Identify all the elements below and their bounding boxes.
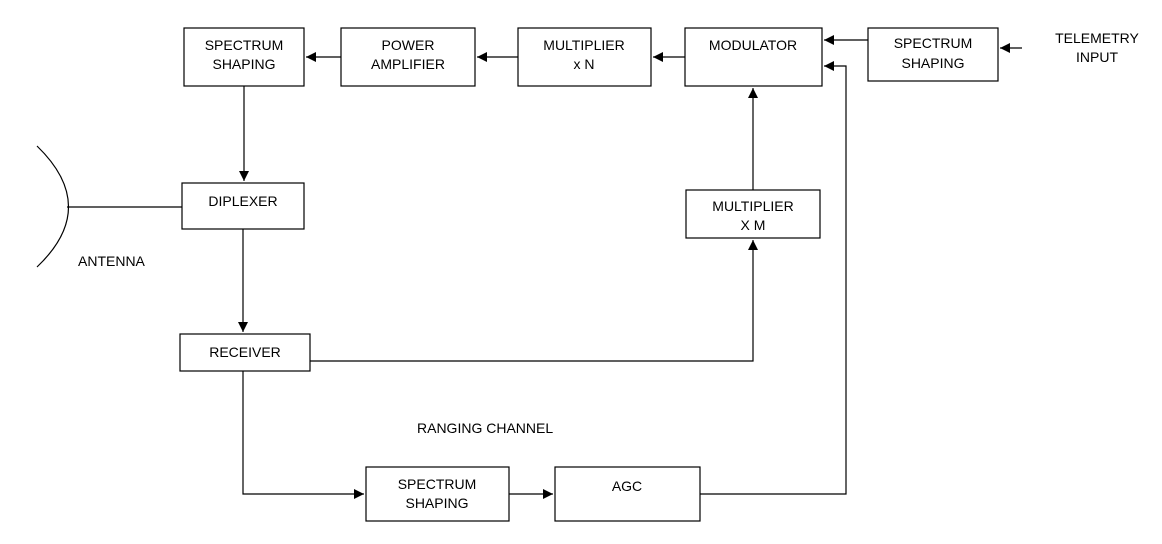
antenna-dish (36, 145, 69, 268)
modulator-block: MODULATOR (684, 27, 823, 87)
spectrum-shaping-tx-block: SPECTRUM SHAPING (183, 27, 305, 87)
svg-text:AGC: AGC (612, 478, 642, 494)
block-label-line: SHAPING (212, 56, 275, 72)
block-label-line: MULTIPLIER (543, 37, 624, 53)
svg-text:MODULATOR: MODULATOR (709, 37, 797, 53)
block-label-line: AGC (612, 478, 642, 494)
block-label-line: SPECTRUM (398, 476, 477, 492)
receiver-block: RECEIVER (179, 333, 311, 372)
block-label-line: DIPLEXER (208, 193, 277, 209)
power-amplifier-block: POWER AMPLIFIER (340, 27, 476, 87)
agc-block: AGC (554, 466, 701, 522)
arrow-receiver-to-multiplier-m (310, 240, 758, 362)
block-label-line: SHAPING (405, 495, 468, 511)
telemetry-input-label: TELEMETRY INPUT (1055, 30, 1139, 65)
svg-text:RECEIVER: RECEIVER (209, 344, 281, 360)
block-label-line: X M (741, 217, 766, 233)
ranging-channel-label: RANGING CHANNEL (417, 420, 553, 436)
block-label-line: SPECTRUM (205, 37, 284, 53)
label-line: TELEMETRY (1055, 30, 1139, 46)
multiplier-n-block: MULTIPLIER x N (517, 27, 652, 87)
antenna-label: ANTENNA (78, 253, 146, 269)
spectrum-shaping-ranging-block: SPECTRUM SHAPING (365, 466, 510, 522)
block-label-line: SHAPING (901, 55, 964, 71)
block-label-line: AMPLIFIER (371, 56, 445, 72)
block-label-line: MODULATOR (709, 37, 797, 53)
block-label-line: x N (574, 56, 595, 72)
arrow-receiver-to-ranging-shaping (242, 371, 364, 499)
block-label-line: SPECTRUM (894, 35, 973, 51)
multiplier-m-block: MULTIPLIER X M (685, 189, 821, 239)
arrow-agc-to-modulator (700, 61, 847, 495)
spectrum-shaping-telemetry-block: SPECTRUM SHAPING (867, 27, 999, 82)
diplexer-block: DIPLEXER (181, 182, 305, 230)
block-label-line: POWER (382, 37, 435, 53)
block-label-line: MULTIPLIER (712, 198, 793, 214)
block-label-line: RECEIVER (209, 344, 281, 360)
label-line: INPUT (1076, 49, 1118, 65)
svg-text:DIPLEXER: DIPLEXER (208, 193, 277, 209)
